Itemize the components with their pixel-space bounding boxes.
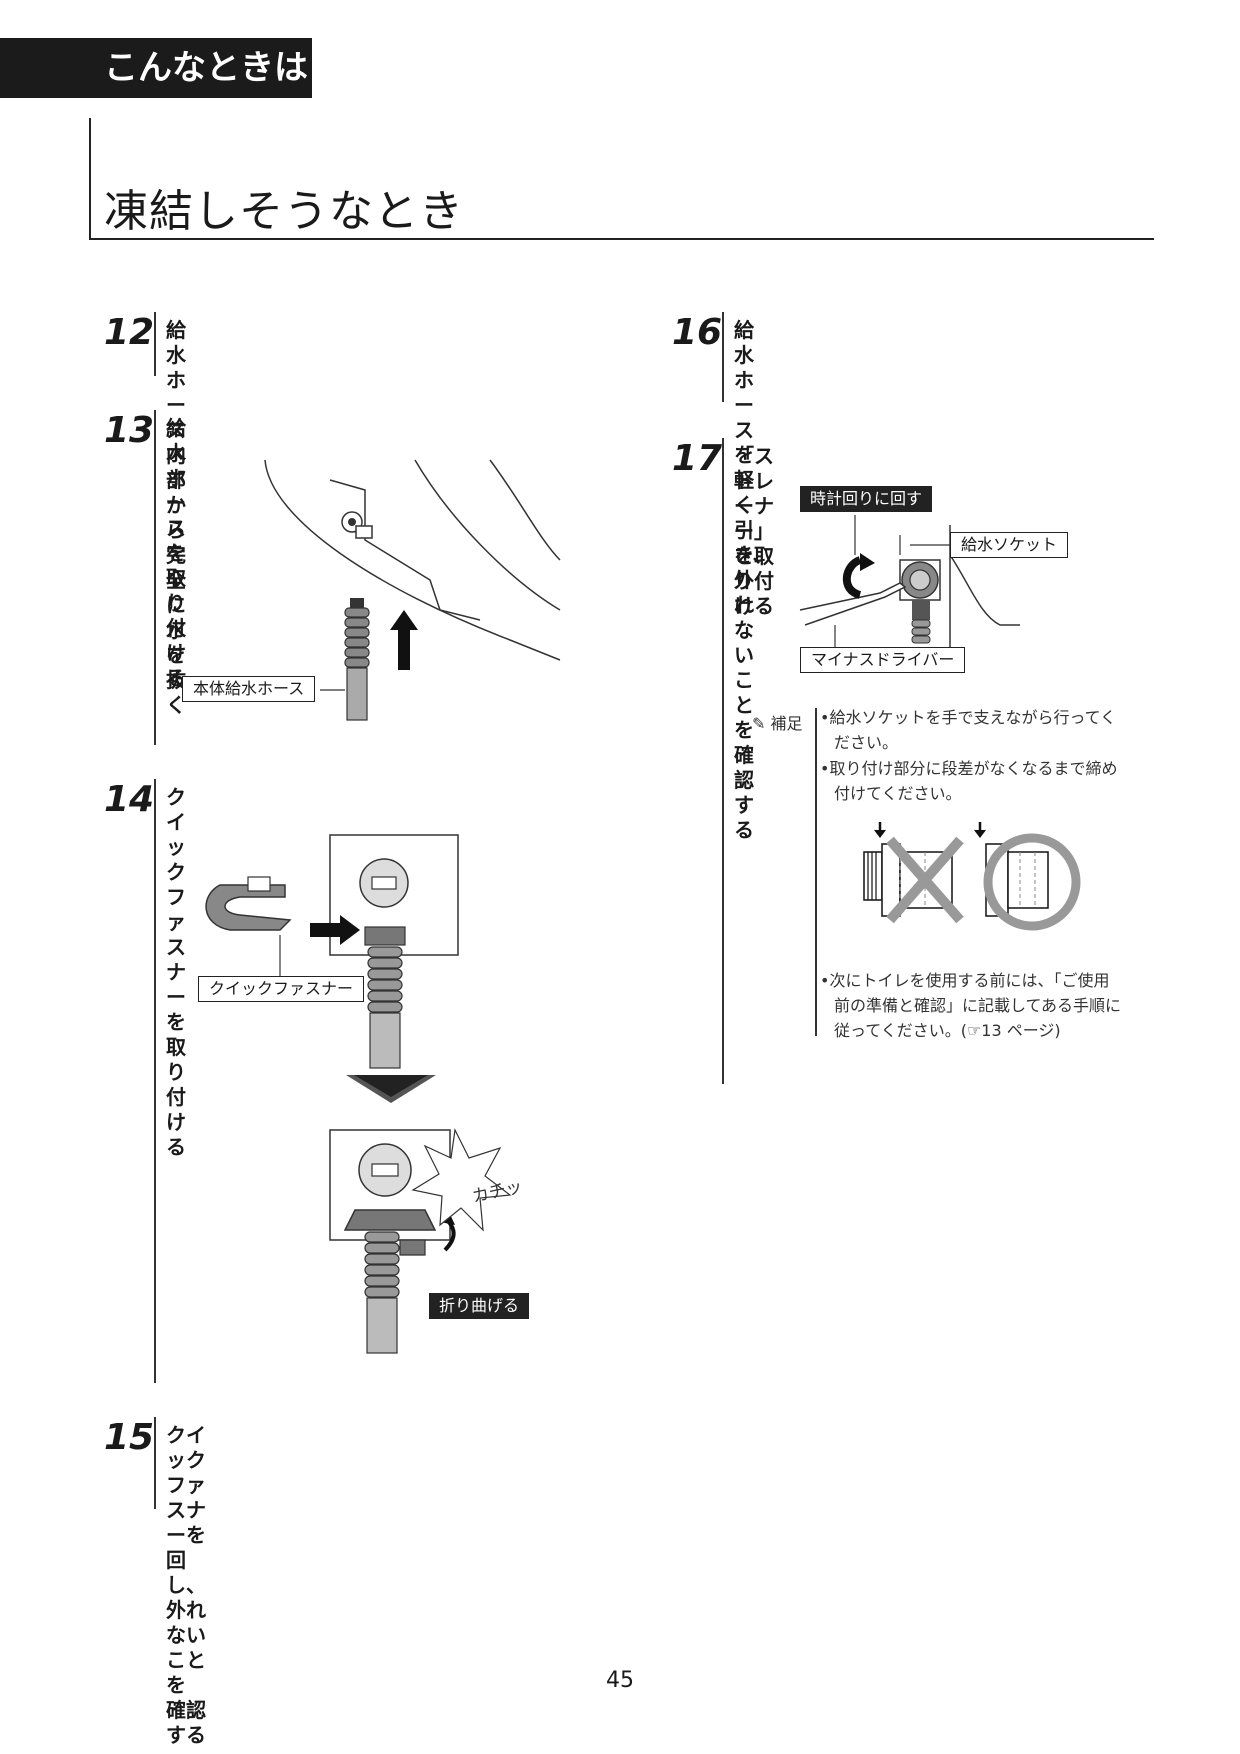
bend-label: 折り曲げる — [429, 1293, 530, 1319]
step-number: 17 — [672, 438, 723, 479]
step-text-line-2: する — [734, 793, 754, 842]
down-arrow-icon — [874, 830, 886, 838]
tightening-comparison-figure — [863, 822, 1081, 931]
correct-example — [974, 822, 1081, 931]
right-arrow-icon — [310, 915, 360, 945]
clockwise-label: 時計回りに回す — [800, 486, 933, 512]
step-divider — [154, 312, 156, 376]
title-rule-vertical — [89, 118, 91, 240]
note-bullet-2-line-1: •取り付け部分に段差がなくなるまで締め — [820, 759, 1118, 778]
step-text-line-1: クイックファスナーを回し、外れないことを — [166, 1423, 206, 1697]
step-number: 15 — [104, 1417, 155, 1458]
step-text: 給水ホース内部から完全に水を抜く — [166, 318, 186, 717]
note-head-label: 補足 — [770, 714, 803, 733]
wrong-example — [863, 822, 964, 924]
hose-label: 本体給水ホース — [182, 676, 316, 702]
driver-label: マイナスドライバー — [800, 647, 966, 673]
cross-icon — [886, 836, 964, 924]
note-divider — [815, 708, 817, 1036]
step-number: 14 — [104, 779, 155, 820]
step-number: 12 — [104, 312, 155, 353]
step-divider — [722, 312, 724, 402]
strainer-install-illustration — [799, 515, 1020, 665]
note-header: ✎ 補足 — [752, 710, 803, 734]
fastener-label: クイックファスナー — [198, 976, 365, 1002]
step-text: クイックファスナーを回し、外れないことを 確認する — [166, 1423, 206, 1748]
note-bullet-3-line-3: 従ってください。(☞13 ページ) — [834, 1021, 1061, 1040]
socket-label: 給水ソケット — [950, 532, 1069, 558]
circle-ok-icon — [983, 833, 1081, 931]
title-rule-horizontal — [89, 238, 1154, 240]
page-number: 45 — [606, 1668, 634, 1693]
step-number: 13 — [104, 410, 155, 451]
section-tab: こんなときは — [0, 38, 312, 98]
step-text-line-1: 給水ホースを軽く引き、外れないことを確認 — [734, 318, 773, 792]
step-divider — [154, 410, 156, 745]
note-bullet-3-line-2: 前の準備と確認」に記載してある手順に — [834, 996, 1122, 1015]
rotate-arrow-icon — [860, 553, 875, 571]
note-bullet-3-line-1: •次にトイレを使用する前には、「ご使用 — [820, 971, 1110, 990]
fastener-bent-illustration — [329, 1128, 512, 1354]
note-bullet-2-line-2: 付けてください。 — [834, 784, 962, 803]
step-text: クイックファスナーを取り付ける — [166, 785, 186, 1159]
chevron-down-icon — [346, 1075, 436, 1103]
note-bullet-1-line-2: ださい。 — [834, 733, 899, 752]
step-divider — [154, 1417, 156, 1509]
step-divider — [722, 438, 724, 1084]
step-text: 「ストレーナー」を取り付ける — [734, 444, 774, 618]
step-number: 16 — [672, 312, 723, 353]
step-text-line-2: 確認する — [166, 1698, 206, 1747]
step-divider — [154, 779, 156, 1383]
down-arrow-icon — [974, 830, 986, 838]
pencil-icon: ✎ — [752, 714, 766, 733]
note-bullet-1-line-1: •給水ソケットを手で支えながら行ってく — [820, 708, 1117, 727]
step-text: 給水ホースを軽く引き、外れないことを確認 する — [734, 318, 773, 843]
step-text: 給水ホースを取り付ける — [166, 416, 186, 690]
up-arrow-icon — [390, 610, 418, 670]
hose-corrugation — [344, 607, 370, 721]
burst-shape — [411, 1128, 512, 1232]
hose-install-illustration — [264, 459, 561, 721]
page-title: 凍結しそうなとき — [104, 186, 464, 237]
fastener-attach-illustration — [205, 834, 459, 1069]
